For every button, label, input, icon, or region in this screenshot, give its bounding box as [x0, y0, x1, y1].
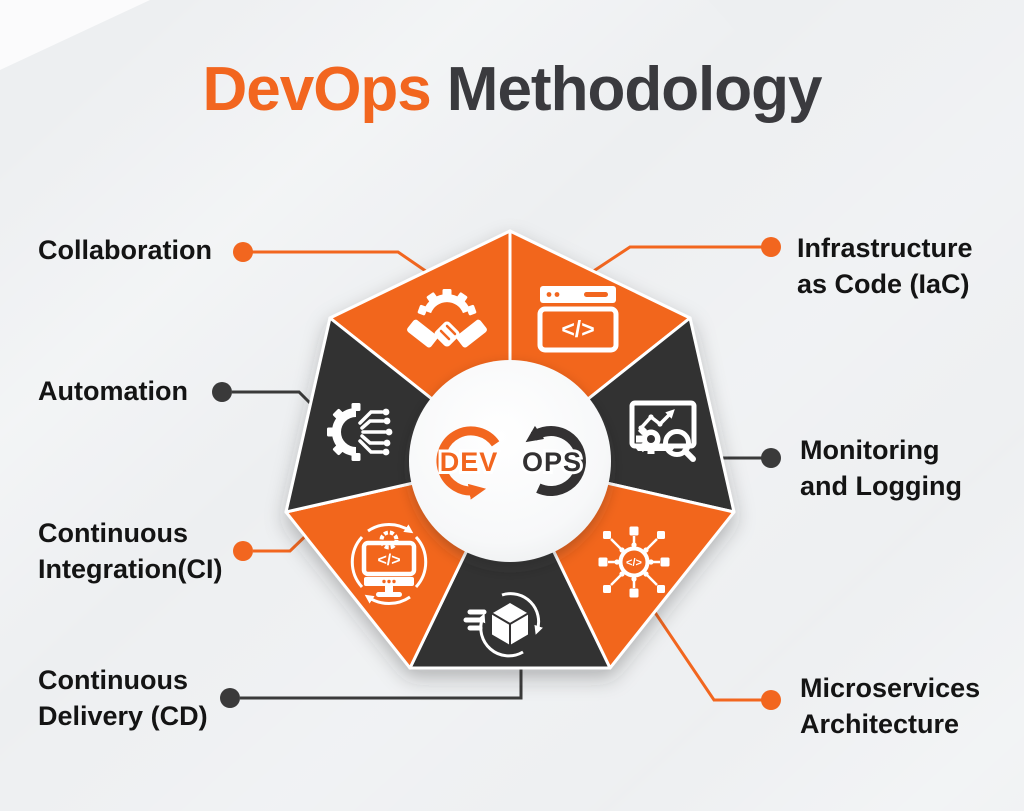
connector-lines [212, 237, 781, 710]
segment-icons: </> [327, 286, 697, 658]
label-line: and Logging [800, 471, 962, 501]
label-line: Architecture [800, 709, 960, 739]
label-infrastructure-as-code: Infrastructure as Code (IaC) [797, 230, 973, 302]
connector-dot-iac [761, 237, 781, 257]
center-circle [409, 360, 611, 562]
handshake-gear-icon [407, 289, 487, 348]
label-line: Collaboration [38, 235, 212, 265]
connector-dot-monitoring [761, 448, 781, 468]
title-rest: Methodology [446, 55, 823, 124]
label-line: as Code (IaC) [797, 269, 970, 299]
connector-automation [232, 390, 320, 413]
title-highlight: DevOps [202, 55, 431, 124]
dev-loop-arrow [436, 426, 500, 500]
label-line: Monitoring [800, 435, 940, 465]
connector-microservices [650, 607, 762, 702]
label-continuous-integration: Continuous Integration(CI) [38, 515, 222, 587]
label-line: Automation [38, 376, 188, 406]
center-hub: DEV OPS [409, 360, 611, 562]
label-collaboration: Collaboration [38, 232, 212, 268]
label-line: Delivery (CD) [38, 701, 208, 731]
package-cycle-icon [463, 592, 543, 658]
code-window-icon: </> [537, 286, 619, 353]
gear-circuit-icon [327, 403, 393, 461]
svg-text:</>: </> [626, 557, 642, 569]
devops-loop-logo: DEV OPS [436, 425, 586, 500]
node-network-icon: </> [598, 526, 670, 598]
connector-dot-cd [220, 688, 240, 708]
connector-iac [579, 245, 762, 282]
code-monitor-sync-icon: </> [350, 523, 428, 605]
svg-text:</>: </> [561, 316, 594, 342]
label-automation: Automation [38, 373, 188, 409]
connector-collaboration [252, 250, 431, 276]
svg-text:</>: </> [377, 552, 400, 569]
logo-ops-text: OPS [522, 447, 582, 477]
connector-dot-collaboration [233, 242, 253, 262]
monitor-chart-magnifier-icon [629, 400, 697, 462]
connector-dot-automation [212, 382, 232, 402]
connector-dot-microservices [761, 690, 781, 710]
label-line: Microservices [800, 673, 981, 703]
label-line: Infrastructure [797, 233, 973, 263]
label-monitoring-logging: Monitoring and Logging [800, 432, 962, 504]
label-line: Integration(CI) [38, 554, 223, 584]
connector-dot-ci [233, 541, 253, 561]
ops-loop-arrow [525, 425, 586, 496]
label-continuous-delivery: Continuous Delivery (CD) [38, 662, 208, 734]
connector-cd [240, 662, 523, 700]
label-microservices-architecture: Microservices Architecture [800, 670, 980, 742]
label-line: Continuous [38, 518, 188, 548]
logo-dev-text: DEV [440, 447, 499, 477]
label-line: Continuous [38, 665, 188, 695]
